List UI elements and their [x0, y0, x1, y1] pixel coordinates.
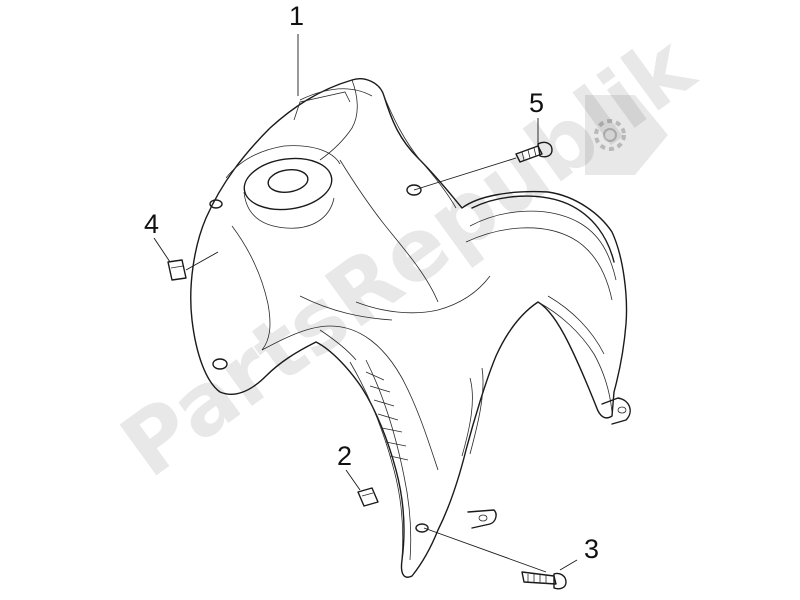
callout-2: 2	[337, 441, 352, 471]
gear-icon	[585, 95, 668, 175]
leader-2	[345, 469, 361, 491]
clip-nut-part-4	[167, 259, 187, 281]
leader-5-b	[413, 157, 517, 191]
callout-4: 4	[144, 209, 159, 239]
leader-3	[423, 527, 547, 573]
leader-3-tick	[559, 559, 578, 571]
screw-part-3	[521, 571, 567, 590]
screw-part-5	[515, 141, 553, 163]
callout-1: 1	[289, 1, 304, 31]
leg-shield-part	[190, 78, 631, 578]
clip-nut-part-2	[357, 487, 379, 507]
leader-4-b	[185, 251, 219, 271]
callout-5: 5	[529, 88, 544, 118]
callout-3: 3	[584, 534, 599, 564]
callouts: 1 2 3 4 5	[144, 1, 599, 564]
leader-lines	[153, 34, 578, 573]
leader-4	[153, 237, 171, 263]
